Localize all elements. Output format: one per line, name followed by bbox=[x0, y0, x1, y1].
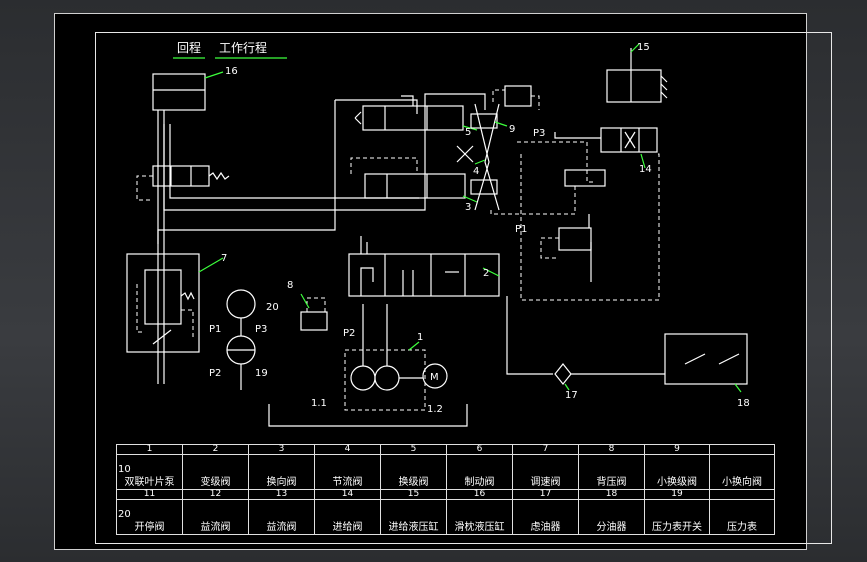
table-cell: 益流阀 bbox=[182, 499, 249, 535]
gauge-selector-20 bbox=[226, 289, 256, 390]
pump-label-1-2: 1.2 bbox=[427, 404, 443, 415]
port-p3-left: P3 bbox=[255, 324, 267, 335]
table-num-empty bbox=[709, 489, 775, 500]
table-cell: 进给阀 bbox=[314, 499, 381, 535]
pump-label-1-1: 1.1 bbox=[311, 398, 327, 409]
table-num-1: 1 bbox=[146, 444, 153, 454]
valve-7 bbox=[126, 253, 200, 353]
cylinder-15 bbox=[606, 48, 668, 103]
callout-20: 20 bbox=[266, 302, 279, 313]
filter-17 bbox=[554, 363, 665, 385]
table-num-12: 12 bbox=[182, 489, 249, 500]
callout-2: 2 bbox=[483, 268, 489, 279]
table-num-11: 11 bbox=[116, 489, 183, 500]
callout-14: 14 bbox=[639, 164, 652, 175]
table-num-3: 3 bbox=[248, 444, 315, 455]
table-num-16: 16 bbox=[446, 489, 513, 500]
table-cell: 滑枕液压缸 bbox=[446, 499, 513, 535]
callout-1: 1 bbox=[417, 332, 423, 343]
callout-15: 15 bbox=[637, 42, 650, 53]
table-cell: 节流阀 bbox=[314, 454, 381, 490]
port-p1-right: P1 bbox=[515, 224, 527, 235]
port-p3-top: P3 bbox=[533, 128, 545, 139]
table-cell: 制动阀 bbox=[446, 454, 513, 490]
table-cell: 虑油器 bbox=[512, 499, 579, 535]
callout-5: 5 bbox=[465, 127, 471, 138]
check-valve-9 bbox=[470, 85, 540, 195]
pump-assembly: M bbox=[268, 304, 468, 427]
table-cell: 调速阀 bbox=[512, 454, 579, 490]
table-cell: 背压阀 bbox=[578, 454, 645, 490]
title-return: 回程 bbox=[177, 40, 201, 55]
valve-2 bbox=[348, 236, 500, 297]
callout-4: 4 bbox=[473, 166, 479, 177]
callout-19: 19 bbox=[255, 368, 268, 379]
motor-label: M bbox=[430, 372, 439, 383]
valve-8 bbox=[300, 297, 328, 331]
table-cell: 益流阀 bbox=[248, 499, 315, 535]
table-cell: 小换级阀 bbox=[644, 454, 710, 490]
callout-9: 9 bbox=[509, 124, 515, 135]
table-cell: 压力表开关 bbox=[644, 499, 710, 535]
table-num-17: 17 bbox=[512, 489, 579, 500]
table-num-18: 18 bbox=[578, 489, 645, 500]
table-cell: 小换向阀 bbox=[709, 454, 775, 490]
callout-7: 7 bbox=[221, 253, 227, 264]
table-lead-20: 20 bbox=[118, 509, 131, 520]
port-p2-mid: P2 bbox=[343, 328, 355, 339]
valve-5 bbox=[354, 95, 464, 131]
table-cell: 进给液压缸 bbox=[380, 499, 447, 535]
table-cell: 压力表 bbox=[709, 499, 775, 535]
table-num-4: 4 bbox=[314, 444, 381, 455]
table-num-19: 19 bbox=[644, 489, 710, 500]
valve-left-upper bbox=[136, 165, 230, 201]
table-num-15: 15 bbox=[380, 489, 447, 500]
hydraulic-schematic: 回程 工作行程 16 bbox=[126, 40, 750, 427]
table-cell: 换级阀 bbox=[380, 454, 447, 490]
drawing-frame bbox=[95, 32, 832, 544]
table-num-2: 2 bbox=[182, 444, 249, 455]
port-p2-left: P2 bbox=[209, 368, 221, 379]
table-num-5: 5 bbox=[380, 444, 447, 455]
drawing-canvas: 回程 工作行程 16 bbox=[54, 13, 832, 550]
title-working-stroke: 工作行程 bbox=[219, 40, 267, 55]
callout-17: 17 bbox=[565, 390, 578, 401]
table-lead-10: 10 bbox=[118, 464, 131, 475]
port-p1-left: P1 bbox=[209, 324, 221, 335]
table-num-13: 13 bbox=[248, 489, 315, 500]
table-cell: 分油器 bbox=[578, 499, 645, 535]
valve-right-mid bbox=[540, 169, 606, 282]
table-num-6: 6 bbox=[446, 444, 513, 455]
callout-8: 8 bbox=[287, 280, 293, 291]
table-num-empty bbox=[709, 444, 775, 455]
table-cell: 换向阀 bbox=[248, 454, 315, 490]
valve-14 bbox=[554, 127, 658, 153]
callout-18: 18 bbox=[737, 398, 750, 409]
valve-3 bbox=[350, 157, 466, 199]
table-num-7: 7 bbox=[512, 444, 579, 455]
table-cell: 变级阀 bbox=[182, 454, 249, 490]
table-num-14: 14 bbox=[314, 489, 381, 500]
callout-16: 16 bbox=[225, 66, 238, 77]
callout-3: 3 bbox=[465, 202, 471, 213]
table-num-8: 8 bbox=[578, 444, 645, 455]
table-num-9: 9 bbox=[644, 444, 710, 455]
distributor-18 bbox=[664, 333, 748, 385]
